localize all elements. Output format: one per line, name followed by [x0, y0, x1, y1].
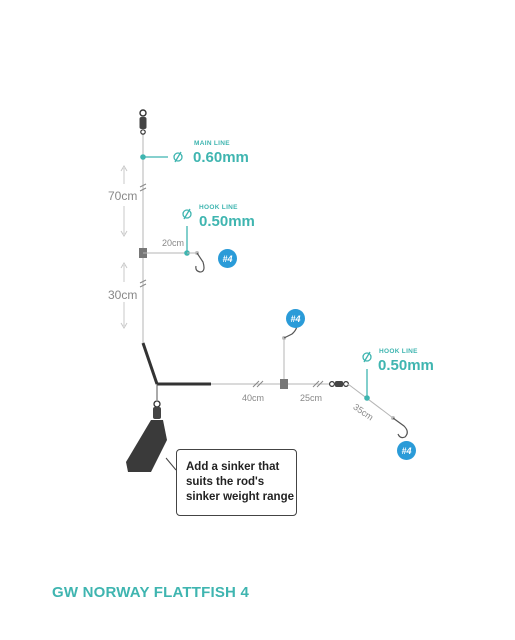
dim-70cm: 70cm: [108, 189, 138, 203]
boom-dropper: [280, 320, 298, 389]
upper-hook-line-value: 0.50mm: [199, 213, 255, 230]
line-break-marks: [139, 183, 147, 288]
sinker-icon: [126, 384, 167, 472]
main-line-marker: [140, 151, 183, 163]
dim-40cm: 40cm: [242, 393, 265, 403]
boom-arm: [141, 342, 330, 388]
main-line-value: 0.60mm: [193, 149, 249, 166]
dim-30cm: 30cm: [108, 288, 138, 302]
upper-hook-line-caption: HOOK LINE: [199, 204, 238, 211]
dimension-arrows: [120, 165, 128, 329]
hook-size-badge: #4: [397, 441, 416, 460]
right-hook-line-caption: HOOK LINE: [379, 348, 418, 355]
sinker-note-box: Add a sinker that suits the rod's sinker…: [176, 449, 297, 516]
note-pointer: [165, 457, 177, 471]
end-dropper: [329, 351, 408, 439]
sinker-note-text: Add a sinker that suits the rod's sinker…: [186, 461, 295, 503]
dim-20cm: 20cm: [162, 238, 185, 248]
upper-dropper: [139, 208, 205, 273]
rig-title: GW NORWAY FLATTFISH 4: [52, 584, 249, 601]
main-line-caption: MAIN LINE: [194, 140, 230, 147]
hook-size-badge: #4: [218, 249, 237, 268]
top-swivel-icon: [139, 109, 147, 135]
right-hook-line-value: 0.50mm: [378, 357, 434, 374]
dim-25cm: 25cm: [300, 393, 323, 403]
hook-size-badge: #4: [286, 309, 305, 328]
